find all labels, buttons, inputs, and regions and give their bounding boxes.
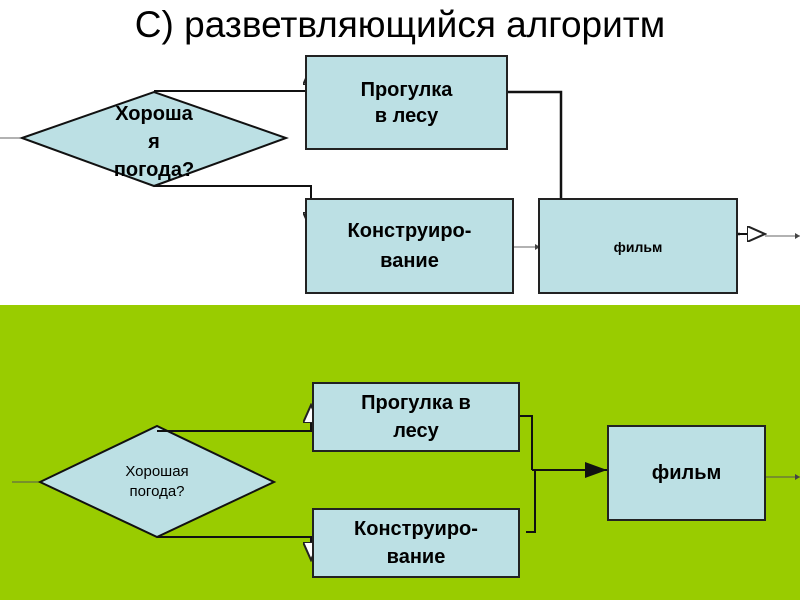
top-condition-line2: я [148, 131, 160, 153]
bottom-construct-line2: вание [386, 546, 446, 568]
bottom-no-connector [157, 536, 311, 560]
top-film-label: фильм [613, 239, 663, 255]
slide-title: С) разветвляющийся алгоритм [134, 4, 666, 45]
top-film-box: фильм [538, 198, 738, 294]
top-yes-connector [154, 67, 311, 92]
bottom-walk-line1: Прогулка в [361, 392, 471, 414]
bottom-walk-merge-connector [519, 415, 533, 470]
top-condition-line3: погода? [113, 159, 195, 181]
bottom-construct-merge-connector [526, 470, 536, 533]
top-condition-line1: Хороша [115, 103, 193, 125]
top-construct-line2: вание [380, 250, 439, 272]
top-condition-label: Хороша я погода? [94, 100, 214, 184]
top-walk-line2: в лесу [374, 104, 439, 127]
bottom-construct-line1: Конструиро- [354, 518, 478, 540]
bottom-walk-line2: лесу [393, 420, 439, 442]
bottom-film-label: фильм [651, 461, 722, 484]
bottom-construction-box: Конструиро- вание [312, 508, 520, 578]
bottom-yes-connector [157, 405, 311, 432]
bottom-condition-line1: Хорошая [125, 463, 189, 480]
top-construct-line1: Конструиро- [347, 220, 472, 242]
top-construction-box: Конструиро- вание [305, 198, 514, 294]
top-no-connector [154, 185, 311, 230]
top-decision-diamond [19, 90, 289, 188]
top-walk-line1: Прогулка [360, 78, 453, 101]
bottom-decision-diamond [37, 424, 277, 539]
top-walk-in-forest-box: Прогулка в лесу [305, 55, 508, 150]
bottom-condition-line2: погода? [129, 483, 185, 500]
bottom-film-box: фильм [607, 425, 766, 521]
bottom-condition-label: Хорошая погода? [97, 462, 217, 502]
bottom-walk-in-forest-box: Прогулка в лесу [312, 382, 520, 452]
